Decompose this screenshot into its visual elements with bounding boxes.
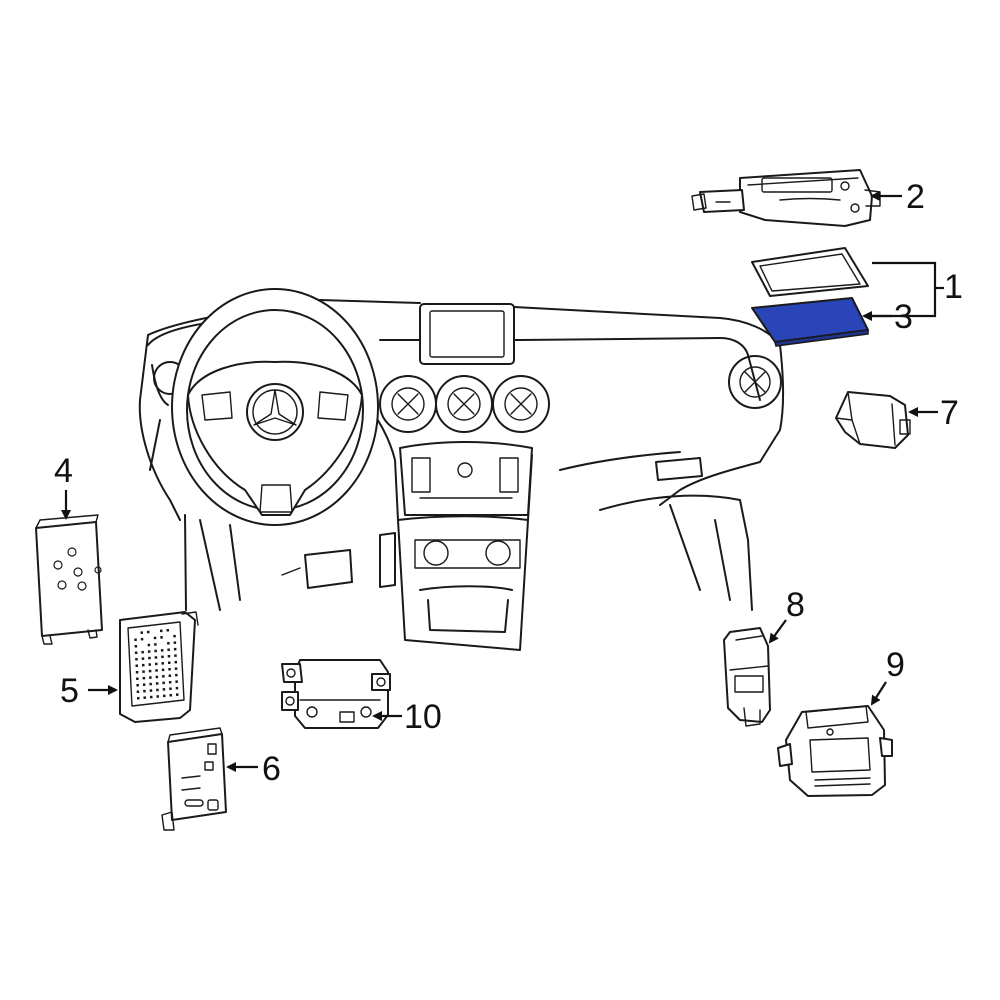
callout-1: 1 [944,268,963,306]
board-hole [162,688,166,691]
vent-far-right [728,355,782,409]
board-hole [175,673,178,677]
board-hole [168,661,171,664]
board-hole [160,636,163,639]
board-hole [174,667,178,670]
board-hole [160,649,164,652]
callout-8: 8 [786,586,805,624]
part-3-highlighted [751,297,869,347]
board-hole [176,693,179,696]
board-hole [135,658,138,661]
board-hole [141,657,145,660]
leader-lines [61,191,944,772]
board-hole [167,648,170,651]
board-hole [156,695,159,698]
board-hole [163,694,166,698]
board-hole [135,664,138,667]
dashboard-illustration [138,288,784,651]
board-hole [140,637,144,641]
steering-wheel [171,288,379,526]
board-hole [155,669,158,672]
board-hole [168,681,172,684]
board-hole [136,690,140,693]
callout-6: 6 [262,750,281,788]
callout-4: 4 [54,452,73,490]
vent-center [435,375,493,433]
part-2-module [691,169,881,227]
board-hole [136,677,139,680]
callout-9: 9 [886,646,905,684]
board-hole [140,631,143,634]
board-hole [141,650,144,654]
part-6-module [161,727,227,831]
board-hole [143,696,146,699]
board-hole [156,688,159,692]
board-hole [148,669,152,673]
vent-left [379,375,437,433]
part-5-board [119,611,199,723]
board-hole [173,647,177,651]
callout-labels: 2 1 3 7 4 5 6 10 8 9 [54,178,963,788]
part-7-sensor [835,391,911,449]
callout-5: 5 [60,672,79,710]
board-hole [142,683,146,686]
board-hole [155,682,159,685]
callout-7: 7 [940,394,959,432]
board-hole [134,638,137,641]
vent-right [492,375,550,433]
part-10-module [281,659,391,729]
board-hole [169,687,172,690]
board-hole [168,668,171,671]
part-9-module [777,705,893,797]
board-hole [142,663,145,667]
board-hole [175,686,179,690]
part-1-upper-tray [751,247,869,297]
board-hole [155,675,159,679]
board-hole [153,636,157,640]
board-hole [148,656,151,660]
board-hole [155,662,158,666]
board-hole [135,671,139,674]
board-hole [147,650,151,653]
board-hole [142,670,145,673]
callout-3: 3 [894,298,913,336]
board-hole [137,697,140,700]
board-hole [149,682,152,686]
board-hole [161,668,165,672]
board-hole [136,684,139,687]
board-hole [147,630,150,634]
board-hole [161,655,164,659]
callout-2: 2 [906,178,925,216]
board-hole [149,676,152,679]
board-hole [175,680,178,683]
board-hole [167,655,171,658]
board-hole [173,641,177,644]
board-hole [154,649,157,653]
callout-10: 10 [404,698,442,736]
board-hole [143,689,146,693]
board-hole [166,629,169,632]
board-hole [149,689,153,692]
board-hole [150,695,153,699]
board-hole [169,694,172,697]
board-hole [161,662,164,665]
board-hole [173,634,176,638]
board-hole [134,645,138,648]
board-hole [167,642,170,645]
board-hole [174,654,177,657]
board-hole [148,663,151,666]
board-hole [142,676,146,680]
board-hole [162,675,165,678]
board-hole [162,681,165,685]
board-hole [147,643,151,647]
board-hole [174,660,177,664]
board-hole [154,643,157,646]
board-hole [134,651,138,654]
board-hole [168,674,172,677]
part-4-module [35,514,103,645]
part-8-module [723,627,771,727]
board-hole [160,629,163,633]
board-hole [154,656,158,659]
